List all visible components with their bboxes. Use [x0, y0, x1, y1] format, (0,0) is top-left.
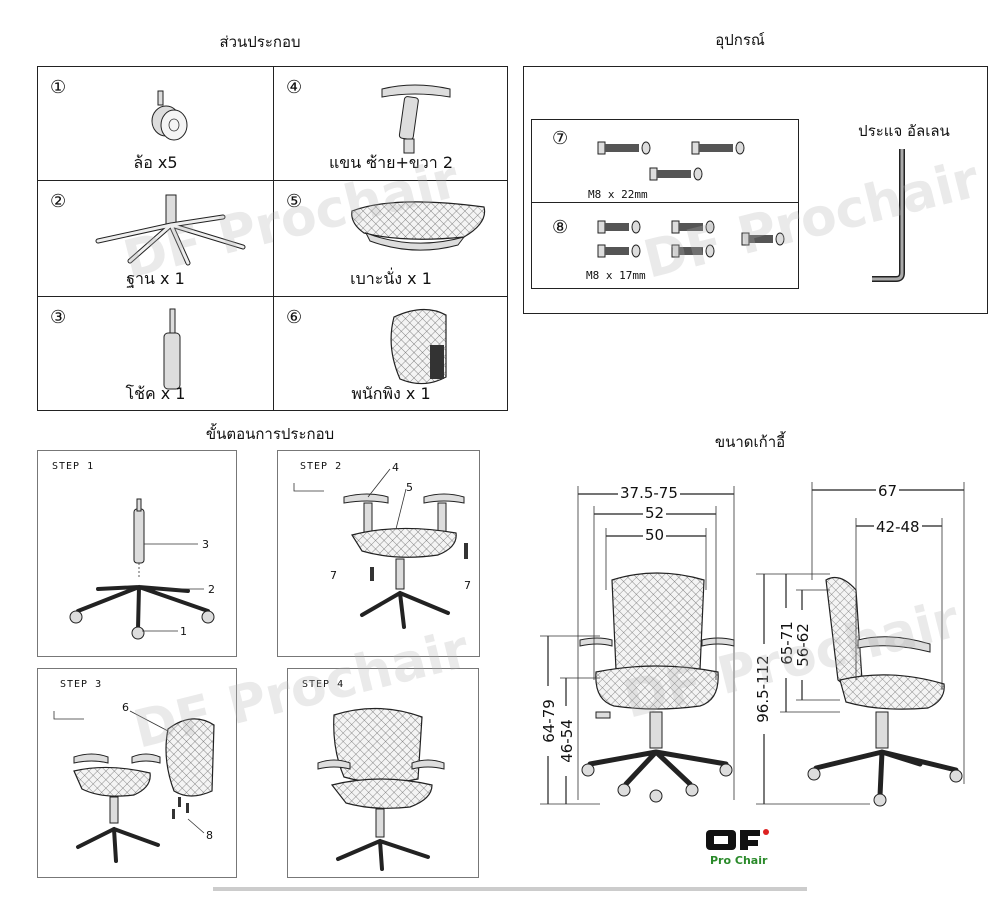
- step-callout: 4: [392, 461, 399, 474]
- size-title: ขนาดเก้าอี้: [714, 433, 786, 451]
- step-2-illustration: [293, 468, 468, 629]
- accessories-title: อุปกรณ์: [715, 31, 765, 49]
- steps-title: ขั้นตอนการประกอบ: [205, 425, 335, 443]
- dim-seat-height: 46-54: [558, 706, 576, 776]
- dim-overall-width: 37.5-75: [618, 484, 680, 502]
- part-label: โช้ค x 1: [125, 384, 186, 403]
- screw-set-2: ⑧ M8 x 17mm: [531, 203, 799, 289]
- part-number: ④: [286, 77, 303, 98]
- step-callout: 7: [330, 569, 337, 582]
- armrest-icon: [381, 84, 451, 154]
- part-number: ⑤: [286, 191, 303, 212]
- step-callout: 5: [406, 481, 413, 494]
- df-logo-icon: [706, 829, 769, 850]
- screw-number: ⑦: [552, 128, 569, 149]
- part-label: แขน ซ้าย+ขวา 2: [328, 153, 454, 172]
- step-callout: 1: [180, 625, 187, 638]
- part-number: ②: [50, 191, 67, 212]
- allen-key-label: ประแจ อัลเลน: [858, 122, 950, 140]
- parts-title: ส่วนประกอบ: [219, 33, 301, 51]
- step-callout: 7: [464, 579, 471, 592]
- step-2-panel: STEP 2 4 5 7 7: [277, 450, 480, 657]
- step-label: STEP 1: [52, 461, 95, 472]
- caster-wheel-icon: [151, 90, 188, 141]
- step-1-panel: STEP 1 3 2 1: [37, 450, 237, 657]
- part-cell-base: ② ฐาน x 1: [38, 181, 274, 297]
- step-label: STEP 4: [302, 679, 345, 690]
- step-callout: 2: [208, 583, 215, 596]
- step-4-panel: STEP 4: [287, 668, 479, 878]
- chair-base-icon: [95, 194, 246, 266]
- part-label: เบาะนั่ง x 1: [350, 269, 432, 288]
- step-label: STEP 3: [60, 679, 103, 690]
- step-3-illustration: [53, 710, 215, 863]
- side-view-chair: [807, 577, 963, 807]
- part-cell-armrest: ④ แขน ซ้าย+ขวา 2: [274, 67, 508, 181]
- dim-back-width: 50: [643, 526, 667, 544]
- screw-size: M8 x 17mm: [586, 269, 646, 282]
- prochair-logo: Pro Chair: [702, 822, 774, 870]
- step-callout: 8: [206, 829, 213, 842]
- screw-m8x22-icon: [597, 141, 745, 181]
- gas-cylinder-icon: [163, 308, 181, 390]
- dim-seat-width: 52: [643, 504, 667, 522]
- part-number: ③: [50, 307, 67, 328]
- part-label: ฐาน x 1: [126, 269, 185, 288]
- part-number: ⑥: [286, 307, 303, 328]
- part-cell-wheel: ① ล้อ x5: [38, 67, 274, 181]
- allen-key-icon: [872, 149, 905, 282]
- screw-set-1: ⑦ M8 x 22mm: [531, 119, 799, 203]
- step-1-illustration: [69, 498, 215, 640]
- part-number: ①: [50, 77, 67, 98]
- dim-seat-depth: 42-48: [874, 518, 922, 536]
- part-cell-backrest: ⑥ พนักพิง x 1: [274, 297, 508, 411]
- backrest-icon: [390, 308, 447, 385]
- dim-armrest-height: 64-79: [540, 686, 558, 756]
- front-view-chair: [579, 572, 735, 803]
- parts-grid: ① ล้อ x5 ② ฐาน x 1 ③ โช้ค x 1 ④: [37, 66, 508, 411]
- seat-icon: [351, 201, 486, 251]
- dim-overall-depth: 67: [876, 482, 900, 500]
- part-label: พนักพิง x 1: [351, 384, 431, 403]
- step-3-panel: STEP 3 6 8: [37, 668, 237, 878]
- part-label: ล้อ x5: [133, 153, 178, 172]
- dim-total-height: 96.5-112: [754, 644, 772, 734]
- step-4-illustration: [317, 707, 445, 871]
- step-callout: 3: [202, 538, 209, 551]
- step-label: STEP 2: [300, 461, 343, 472]
- logo-text: Pro Chair: [710, 854, 768, 867]
- part-cell-seat: ⑤ เบาะนั่ง x 1: [274, 181, 508, 297]
- accessories-box: ⑦ M8 x 22mm ⑧ M8 x 17mm ประแจ อัลเลน: [523, 66, 988, 314]
- screw-size: M8 x 22mm: [588, 188, 648, 201]
- dim-back-panel: 56-62: [794, 610, 812, 680]
- step-callout: 6: [122, 701, 129, 714]
- bottom-divider: [213, 887, 807, 891]
- screw-number: ⑧: [552, 217, 569, 238]
- part-cell-cylinder: ③ โช้ค x 1: [38, 297, 274, 411]
- screw-m8x17-icon: [597, 220, 785, 258]
